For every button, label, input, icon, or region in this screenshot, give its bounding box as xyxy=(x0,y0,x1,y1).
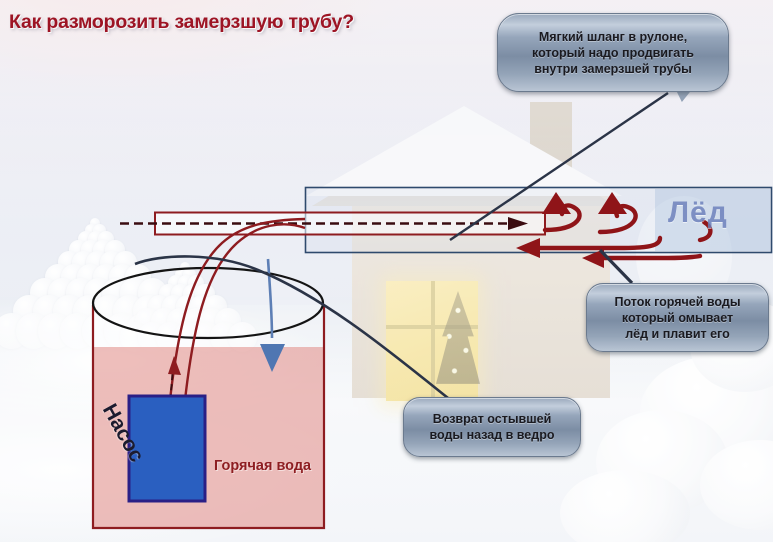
page-title: Как разморозить замерзшую трубу? xyxy=(9,11,354,33)
hose-callout-text: Мягкий шланг в рулоне, который надо прод… xyxy=(524,29,702,77)
snow-drift-5 xyxy=(560,470,690,542)
ice-label: Лёд xyxy=(668,196,728,229)
bucket-upper-wall xyxy=(93,305,324,347)
lit-window xyxy=(386,281,480,401)
hot-flow-callout: Поток горячей воды который омывает лёд и… xyxy=(586,283,769,352)
hose-callout: Мягкий шланг в рулоне, который надо прод… xyxy=(497,13,729,92)
return-callout-text: Возврат остывшей воды назад в ведро xyxy=(422,411,563,443)
hot-flow-callout-line-1: Поток горячей воды xyxy=(614,294,741,309)
hose-callout-line-2: который надо продвигать xyxy=(532,45,694,60)
return-water-arrow xyxy=(260,258,285,372)
return-callout-line-2: воды назад в ведро xyxy=(429,428,555,442)
hot-flow-callout-line-2: который омывает xyxy=(621,310,734,325)
window-mullion-vertical xyxy=(431,281,435,401)
leader-hose-callout xyxy=(449,92,669,241)
bucket-rim xyxy=(91,266,325,340)
hose-callout-line-3: внутри замерзшей трубы xyxy=(534,61,692,76)
roof-snow xyxy=(306,106,622,196)
ice-region xyxy=(655,189,770,251)
return-callout-line-1: Возврат остывшей xyxy=(432,412,552,426)
supply-hose-lines xyxy=(168,217,306,401)
window-mullion-horizontal xyxy=(386,325,478,329)
hot-flow-callout-line-3: лёд и плавит его xyxy=(625,326,730,341)
pump-box xyxy=(127,394,207,503)
hot-water-label: Горячая вода xyxy=(214,458,312,474)
return-callout: Возврат остывшей воды назад в ведро xyxy=(403,397,581,457)
hose-direction-arrow xyxy=(120,217,528,230)
circulation-arrow-heads xyxy=(516,192,627,268)
bucket-outline xyxy=(91,305,326,530)
leader-flow-callout xyxy=(598,248,634,285)
hot-flow-callout-text: Поток горячей воды который омывает лёд и… xyxy=(606,294,748,342)
leader-return-callout xyxy=(134,255,449,400)
hose-callout-line-1: Мягкий шланг в рулоне, xyxy=(538,29,688,44)
